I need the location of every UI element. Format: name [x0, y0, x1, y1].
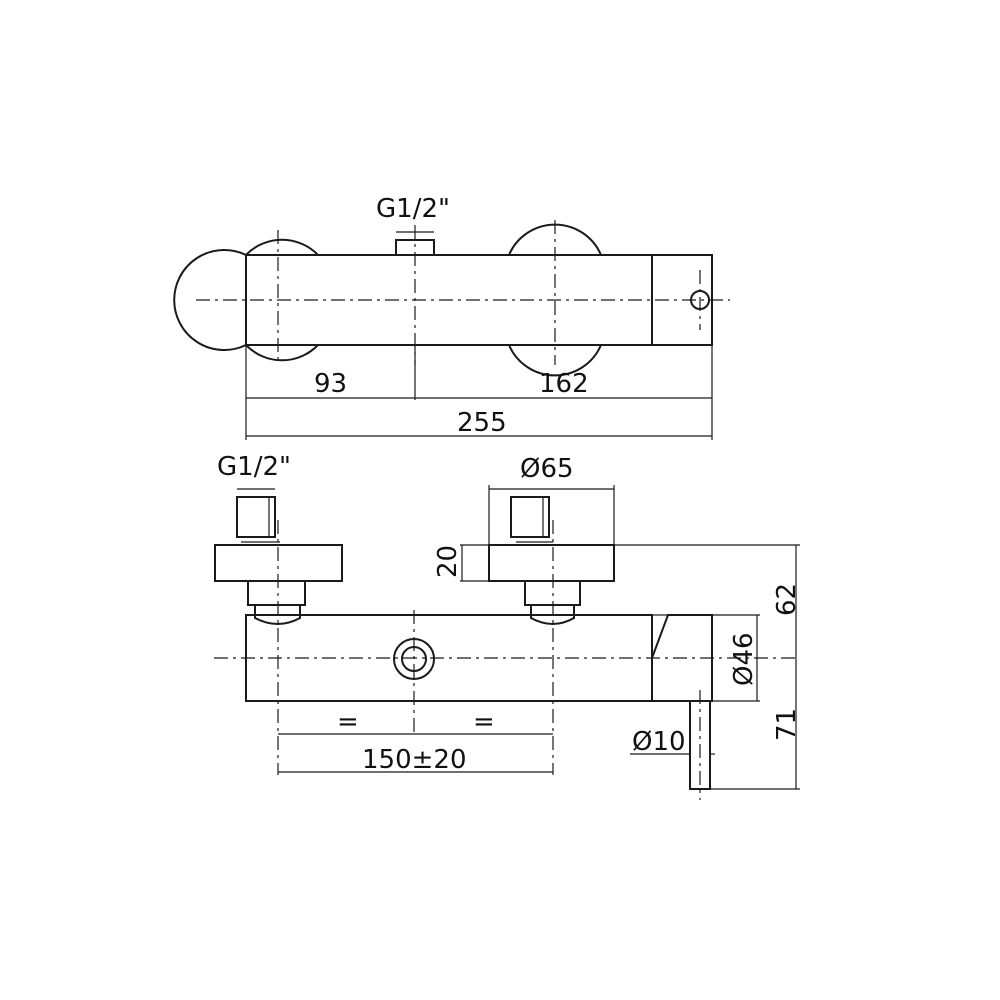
- flange-diameter-label: Ø65: [520, 454, 574, 484]
- dim-71-label: 71: [772, 708, 802, 741]
- top-thread-label: G1/2": [376, 194, 450, 224]
- top-dim-255: 255: [457, 408, 507, 438]
- dim-62-label: 62: [772, 583, 802, 616]
- front-view: G1/2" Ø65 20 62 Ø46 71 Ø10 = = 150±20: [214, 452, 802, 800]
- right-inlet-nut: [510, 496, 550, 538]
- left-flange-outline: [173, 249, 247, 351]
- right-flange: [488, 544, 615, 582]
- flange-height-label: 20: [433, 545, 463, 578]
- lever-diameter-label: Ø10: [632, 727, 686, 757]
- top-view: G1/2" 93 162 255: [173, 194, 730, 440]
- center-distance-label: 150±20: [362, 745, 467, 775]
- left-inlet-neck: [247, 581, 306, 606]
- top-dim-93: 93: [314, 369, 347, 399]
- body-diameter-label: Ø46: [729, 632, 759, 686]
- left-inlet-nut: [236, 496, 276, 538]
- left-flange-bottom-arc: [245, 344, 319, 362]
- left-inlet-collar: [254, 605, 301, 625]
- front-thread-label: G1/2": [217, 452, 291, 482]
- right-inlet-collar: [530, 605, 575, 625]
- equal-left-label: =: [337, 707, 359, 737]
- right-flange-bottom-arc: [508, 344, 602, 377]
- left-flange-top-arc: [245, 238, 319, 256]
- equal-right-label: =: [473, 707, 495, 737]
- top-dim-162: 162: [539, 369, 589, 399]
